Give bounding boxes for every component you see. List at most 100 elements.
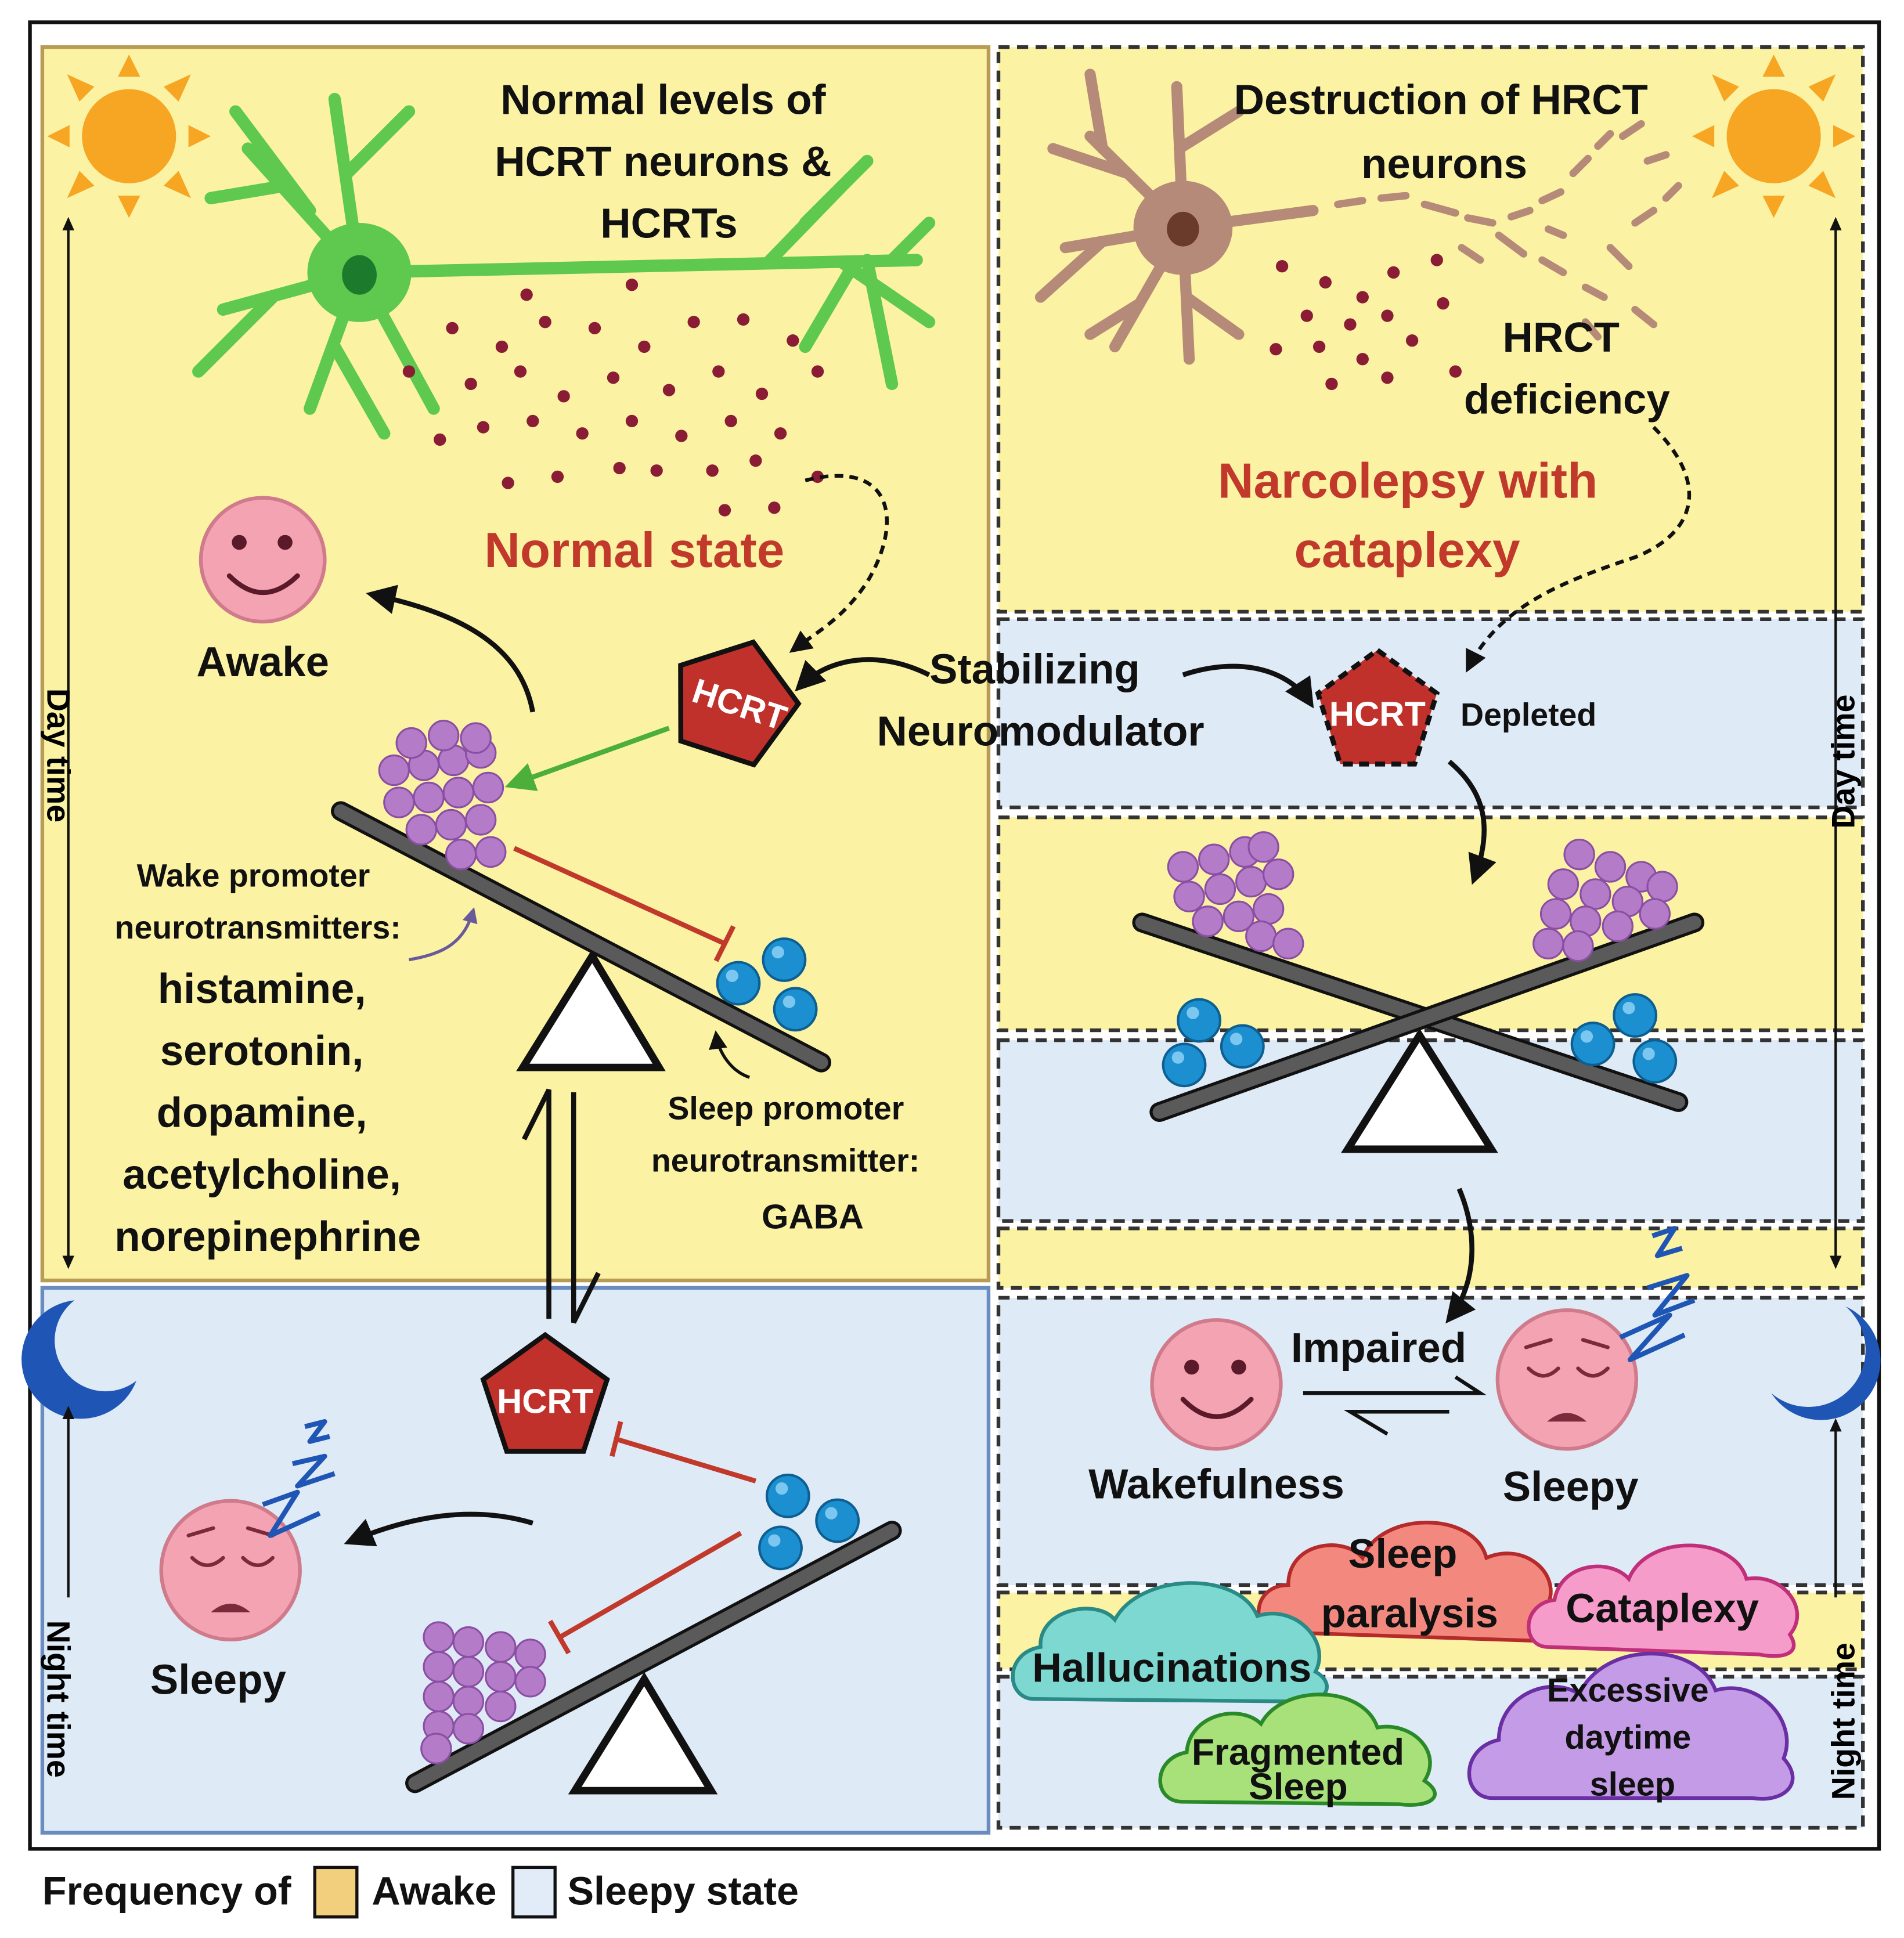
sleep-inhibits-wake-bar	[547, 1619, 571, 1655]
wake-promoter-pointer	[409, 907, 478, 962]
wake-transmitter-item: serotonin,	[160, 1027, 364, 1074]
right-day-axis-label: Day time	[1825, 695, 1861, 829]
wake-inhibits-sleep-bar	[713, 925, 736, 962]
sleep-promoter-caption-line: neurotransmitter:	[651, 1142, 919, 1178]
awake-face-icon	[199, 496, 327, 624]
sleep-promoter-pointer	[709, 1030, 751, 1079]
right-sleepy-label: Sleepy	[1503, 1463, 1639, 1510]
wake-promoter-caption: Wake promoter neurotransmitters:	[115, 858, 401, 946]
wake-to-awake-arrow	[366, 584, 535, 713]
sleep-to-sleepy-arrow	[344, 1511, 534, 1547]
hallucinations-cloud	[1011, 1581, 1329, 1704]
sleep-promoter-caption-line: Sleep promoter	[668, 1091, 904, 1127]
excessive-daytime-sleep-cloud	[1467, 1651, 1795, 1801]
narcolepsy-title: Narcolepsy with cataplexy	[1218, 454, 1611, 578]
right-neuron-caption: Destruction of HRCT neurons	[1234, 76, 1660, 187]
depleted-hcrt-label: HCRT	[1329, 694, 1426, 733]
wake-transmitter-item: norepinephrine	[114, 1213, 421, 1260]
unstable-beam-a-fill	[1135, 915, 1686, 1109]
left-day-axis-label: Day time	[40, 688, 76, 822]
fragmented-sleep-label: Fragmented Sleep	[1192, 1731, 1415, 1807]
sleep-paralysis-line: Sleep	[1348, 1531, 1458, 1576]
fragmented-sleep-cloud	[1158, 1692, 1437, 1807]
hcrt-particles-left	[402, 279, 824, 517]
normal-state-title: Normal state	[484, 523, 784, 578]
unstable-beam-b-fill	[1152, 915, 1701, 1119]
stabilizing-label-line: Stabilizing	[929, 646, 1140, 693]
balance-to-state-arrow	[1445, 1188, 1476, 1324]
wake-transmitter-item: dopamine,	[157, 1089, 367, 1136]
wake-transmitter-list: histamine, serotonin, dopamine, acetylch…	[114, 965, 421, 1260]
right-neuron-caption-line: neurons	[1361, 140, 1527, 187]
left-neuron-caption-line: HCRTs	[600, 200, 737, 247]
release-arrow	[789, 474, 889, 653]
wakefulness-label: Wakefulness	[1088, 1461, 1344, 1508]
deficiency-caption-line: deficiency	[1464, 376, 1670, 423]
seesaw-fulcrum	[516, 948, 666, 1071]
wake-inhibits-sleep-line	[513, 846, 726, 946]
left-neuron-caption-line: HCRT neurons &	[495, 138, 831, 185]
excessive-daytime-sleep-line: Excessive	[1547, 1672, 1709, 1709]
hallucinations-label: Hallucinations	[1032, 1644, 1311, 1690]
left-neuron-caption: Normal levels of HCRT neurons & HCRTs	[495, 76, 843, 247]
destroyed-neuron-nucleus	[1167, 211, 1199, 247]
legend-awake-swatch	[313, 1865, 359, 1919]
sleep-inhibits-hcrt-bar	[610, 1421, 623, 1457]
night-hcrt-molecule-icon	[480, 1331, 610, 1454]
left-night-axis-label: Night time	[40, 1621, 76, 1778]
excessive-daytime-sleep-label: Excessive daytime sleep	[1547, 1672, 1718, 1803]
stabilizing-arrow-right	[1182, 663, 1314, 709]
legend-awake-label: Awake	[372, 1869, 496, 1913]
deficiency-caption-line: HRCT	[1503, 314, 1620, 361]
left-sleepy-label: Sleepy	[150, 1656, 286, 1704]
night-seesaw-fulcrum	[568, 1672, 718, 1795]
sleep-paralysis-label: Sleep paralysis	[1321, 1531, 1498, 1636]
right-sleepy-face-icon	[1495, 1308, 1638, 1451]
seesaw-beam-fill	[334, 804, 828, 1070]
impaired-equilibrium-icon	[1303, 1375, 1487, 1436]
left-neuron-caption-line: Normal levels of	[500, 76, 826, 123]
wake-promoter-caption-line: neurotransmitters:	[115, 910, 401, 945]
equilibrium-arrows-icon	[522, 1088, 601, 1324]
cataplexy-cloud	[1527, 1543, 1800, 1658]
cataplexy-label: Cataplexy	[1566, 1585, 1759, 1631]
deficiency-arrow	[1466, 425, 1692, 673]
legend-sleepy-swatch	[511, 1865, 557, 1919]
wakefulness-face-icon	[1150, 1318, 1283, 1451]
depleted-label: Depleted	[1461, 696, 1596, 732]
sleep-promoter-caption: Sleep promoter neurotransmitter:	[651, 1091, 919, 1179]
gaba-label: GABA	[762, 1197, 864, 1236]
narcolepsy-title-line: cataplexy	[1294, 523, 1520, 578]
sleep-inhibits-wake-line	[558, 1531, 742, 1640]
neuron-fragments-icon	[1334, 120, 1682, 341]
zzz-icon-right	[1619, 1226, 1696, 1362]
sleep-inhibits-hcrt-line	[615, 1437, 757, 1484]
stabilizing-label-line: Neuromodulator	[877, 708, 1204, 755]
excessive-daytime-sleep-line: sleep	[1590, 1766, 1675, 1803]
wake-transmitter-item: acetylcholine,	[122, 1151, 401, 1198]
stabilizing-label: Stabilizing Neuromodulator	[877, 646, 1204, 755]
deficiency-caption: HRCT deficiency	[1464, 314, 1670, 423]
fragmented-sleep-line: Sleep	[1249, 1766, 1348, 1807]
impaired-label: Impaired	[1291, 1325, 1466, 1372]
narcolepsy-title-line: Narcolepsy with	[1218, 454, 1598, 509]
wake-promoter-caption-line: Wake promoter	[137, 858, 370, 894]
unstable-seesaw-fulcrum	[1341, 1028, 1498, 1153]
night-seesaw-beam-fill	[408, 1524, 899, 1791]
excessive-daytime-sleep-line: daytime	[1565, 1719, 1692, 1756]
moon-icon-right	[1771, 1306, 1881, 1420]
moon-icon-left	[21, 1300, 137, 1419]
night-hcrt-label: HCRT	[497, 1381, 593, 1420]
right-neuron-caption-line: Destruction of HRCT	[1234, 76, 1648, 123]
depleted-hcrt-molecule-icon	[1315, 647, 1440, 767]
hcrt-particles-right	[1270, 254, 1462, 391]
right-night-axis-label: Night time	[1825, 1643, 1861, 1800]
healthy-neuron-nucleus	[342, 255, 377, 295]
hcrt-activation-arrow	[504, 726, 670, 791]
sleep-paralysis-line: paralysis	[1321, 1590, 1498, 1636]
sleepy-face-icon	[159, 1499, 302, 1642]
depleted-to-balance-arrow	[1447, 759, 1496, 885]
zzz-icon-left	[262, 1419, 336, 1538]
fragmented-sleep-line: Fragmented	[1192, 1731, 1404, 1773]
